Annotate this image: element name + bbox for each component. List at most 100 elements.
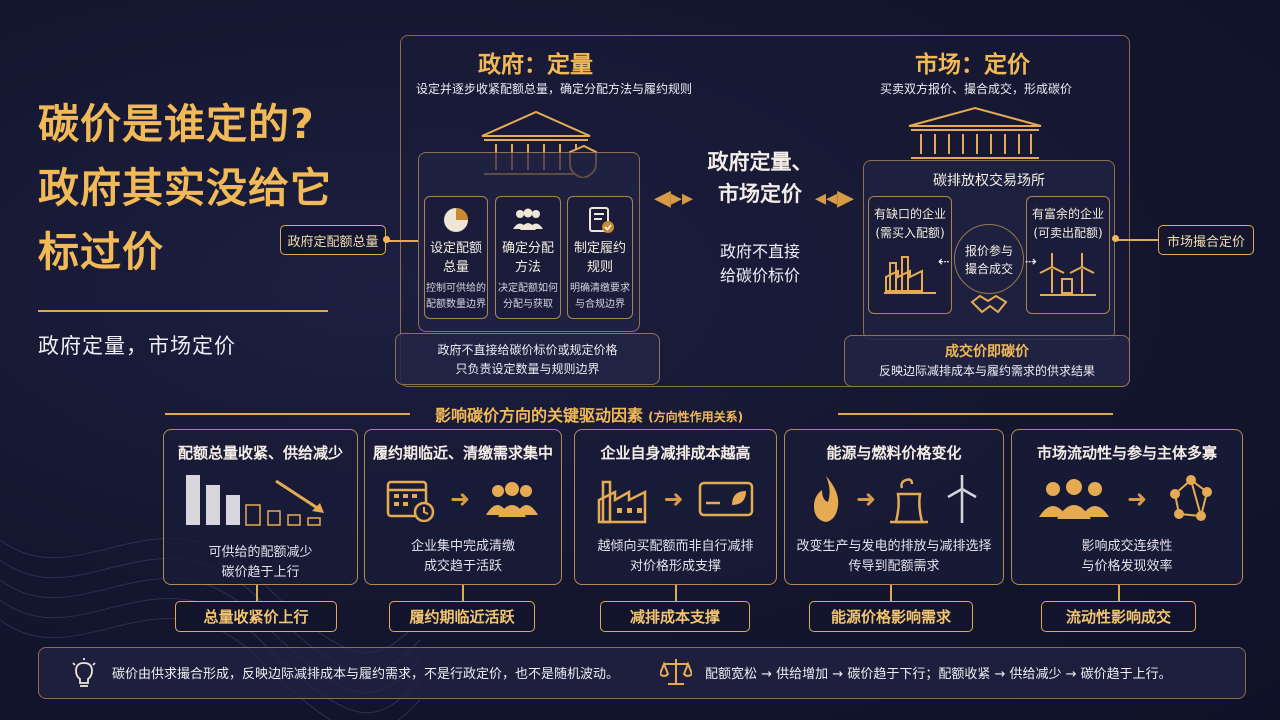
driver-icons: ➜ xyxy=(365,475,561,523)
tool-name-l2: 总量 xyxy=(442,260,469,275)
seller-card[interactable]: 有富余的企业 (可卖出配额) xyxy=(1026,196,1110,314)
government-desc: 设定并逐步收紧配额总量，确定分配方法与履约规则 xyxy=(416,82,693,96)
title-divider xyxy=(38,310,328,312)
buyer-l2: (需买入配额) xyxy=(875,226,945,240)
arrow-right-icon: ➜ xyxy=(855,485,877,513)
driver-heading: 能源与燃料价格变化 xyxy=(826,444,962,462)
driver-card-energy[interactable]: 能源与燃料价格变化 ➜ 改变生产与发电的排放与减排选择 传导到配额需求 xyxy=(784,429,1004,585)
driver-tag: 履约期临近活跃 xyxy=(389,601,535,632)
driver-card-abatement[interactable]: 企业自身减排成本越高 ➜ 越倾向买配额而非自行减排 对价格形成支撑 xyxy=(574,429,777,585)
market-desc: 买卖双方报价、撮合成交，形成碳价 xyxy=(880,82,1073,96)
connector-dot-left xyxy=(383,236,390,243)
market-result: 成交价即碳价 反映边际减排成本与履约需求的供求结果 xyxy=(844,335,1130,387)
government-quota-label: 政府定配额总量 xyxy=(280,225,386,255)
drivers-title-main: 影响碳价方向的关键驱动因素 xyxy=(435,406,644,425)
pie-chart-icon xyxy=(444,208,468,232)
double-arrow-right-icon: ⇢ xyxy=(1025,254,1037,270)
market-result-desc: 反映边际减排成本与履约需求的供求结果 xyxy=(878,364,1095,378)
group-icon xyxy=(486,482,539,517)
seller-l1: 有富余的企业 xyxy=(1031,207,1104,221)
network-icon xyxy=(1170,475,1213,521)
page-subtitle: 政府定量，市场定价 xyxy=(38,334,236,358)
factory-icon xyxy=(884,256,936,294)
page-title: 碳价是谁定的? 政府其实没给它 标过价 xyxy=(38,92,368,284)
tool-name-l2: 方法 xyxy=(514,260,541,275)
wind-turbine-icon xyxy=(947,475,977,523)
connector xyxy=(890,585,892,601)
connector xyxy=(256,585,258,601)
driver-heading: 配额总量收紧、供给减少 xyxy=(177,444,343,462)
government-note-l1: 政府不直接给碳价标价或规定价格 xyxy=(437,343,618,357)
match-text: 报价参与 撮合成交 xyxy=(954,242,1024,278)
arrow-right-icon: ➜ xyxy=(1126,485,1148,513)
footer-right-text: 配额宽松 → 供给增加 → 碳价趋于下行；配额收紧 → 供给减少 → 碳价趋于上… xyxy=(705,667,1172,682)
driver-desc-l2: 碳价趋于上行 xyxy=(221,565,300,580)
title-line-1: 碳价是谁定的? xyxy=(38,100,315,148)
match-l2: 撮合成交 xyxy=(964,262,1013,276)
government-note-l2: 只负责设定数量与规则边界 xyxy=(455,362,600,376)
exchange-building-icon xyxy=(908,106,1042,159)
arrow-right-icon: ➜ xyxy=(663,485,684,513)
driver-tag: 流动性影响成交 xyxy=(1041,601,1196,632)
crowd-icon xyxy=(1038,479,1109,519)
exchange-title: 碳排放权交易场所 xyxy=(933,173,1045,189)
match-circle xyxy=(954,224,1024,294)
driver-icons: ➜ xyxy=(785,473,1003,525)
match-l1: 报价参与 xyxy=(964,244,1013,258)
tool-card-compliance[interactable]: 制定履约 规则 明确清缴要求 与合规边界 xyxy=(567,196,633,319)
arrow-left-icon: ◀▸▸ xyxy=(654,186,694,211)
footer-left-text: 碳价由供求撮合形成，反映边际减排成本与履约需求，不是行政定价，也不是随机波动。 xyxy=(112,667,620,682)
drivers-title: 影响碳价方向的关键驱动因素 (方向性作用关系) xyxy=(435,402,743,426)
center-headline: 政府定量、 市场定价 xyxy=(690,146,830,210)
driver-tag: 能源价格影响需求 xyxy=(809,601,973,632)
market-result-title: 成交价即碳价 xyxy=(945,344,1029,360)
arrow-right-icon: ➜ xyxy=(449,485,471,513)
double-arrow-left-icon: ⇠ xyxy=(938,254,950,270)
drivers-title-sub: (方向性作用关系) xyxy=(648,410,744,424)
connector xyxy=(1118,585,1120,601)
wind-turbine-icon xyxy=(1039,253,1096,296)
connector xyxy=(675,585,677,601)
center-headline-l1: 政府定量、 xyxy=(707,150,813,174)
driver-desc-l2: 传导到配额需求 xyxy=(848,559,940,574)
users-icon xyxy=(513,208,543,230)
driver-tag: 减排成本支撑 xyxy=(600,601,750,632)
driver-desc-l1: 越倾向买配额而非自行减排 xyxy=(597,539,754,554)
connector xyxy=(462,585,464,601)
tool-card-allocation[interactable]: 确定分配 方法 决定配额如何 分配与获取 xyxy=(495,196,561,319)
driver-card-liquidity[interactable]: 市场流动性与参与主体多寡 ➜ 影响成交连续性 与价格发现效率 xyxy=(1011,429,1243,585)
tool-card-set-quota[interactable]: 设定配额 总量 控制可供给的 配额数量边界 xyxy=(424,196,488,319)
section-rule-left xyxy=(165,413,410,415)
driver-desc-l1: 影响成交连续性 xyxy=(1081,539,1173,554)
arrow-right-icon: ◂◂▶ xyxy=(815,186,855,211)
driver-desc-l1: 改变生产与发电的排放与减排选择 xyxy=(796,539,992,554)
tool-desc-l2: 配额数量边界 xyxy=(426,299,486,310)
driver-desc-l1: 可供给的配额减少 xyxy=(208,545,313,560)
connector-line-left xyxy=(386,240,418,242)
lightbulb-icon xyxy=(72,658,96,687)
tool-name-l1: 确定分配 xyxy=(501,241,554,256)
connector-dot-right xyxy=(1112,235,1119,242)
tool-name-l1: 设定配额 xyxy=(429,241,482,256)
driver-heading: 市场流动性与参与主体多寡 xyxy=(1036,444,1217,462)
driver-card-compliance[interactable]: 履约期临近、清缴需求集中 ➜ 企业集中完成清缴 成交趋于活跃 xyxy=(364,429,562,585)
title-line-2: 政府其实没给它 xyxy=(38,164,332,212)
driver-desc-l1: 企业集中完成清缴 xyxy=(410,539,515,554)
flame-icon xyxy=(813,476,839,522)
driver-card-supply[interactable]: 配额总量收紧、供给减少 可供给的配额减少 碳价趋于上行 xyxy=(163,429,358,585)
driver-heading: 履约期临近、清缴需求集中 xyxy=(372,444,553,462)
tool-desc-l2: 分配与获取 xyxy=(503,299,553,310)
handshake-icon xyxy=(970,294,1008,314)
market-pricing-label: 市场撮合定价 xyxy=(1158,225,1254,255)
tool-name-l2: 规则 xyxy=(586,260,613,275)
government-note: 政府不直接给碳价标价或规定价格 只负责设定数量与规则边界 xyxy=(395,333,660,385)
center-sub-l1: 政府不直接 xyxy=(719,242,800,261)
government-heading: 政府：定量 xyxy=(478,52,593,78)
section-rule-right xyxy=(838,413,1113,415)
tool-desc-l1: 决定配额如何 xyxy=(498,283,558,294)
buyer-card[interactable]: 有缺口的企业 (需买入配额) xyxy=(868,196,952,314)
center-sub: 政府不直接 给碳价标价 xyxy=(690,240,830,288)
tool-desc-l2: 与合规边界 xyxy=(575,299,625,310)
power-plant-icon xyxy=(890,478,929,524)
driver-desc-l2: 与价格发现效率 xyxy=(1081,559,1173,574)
